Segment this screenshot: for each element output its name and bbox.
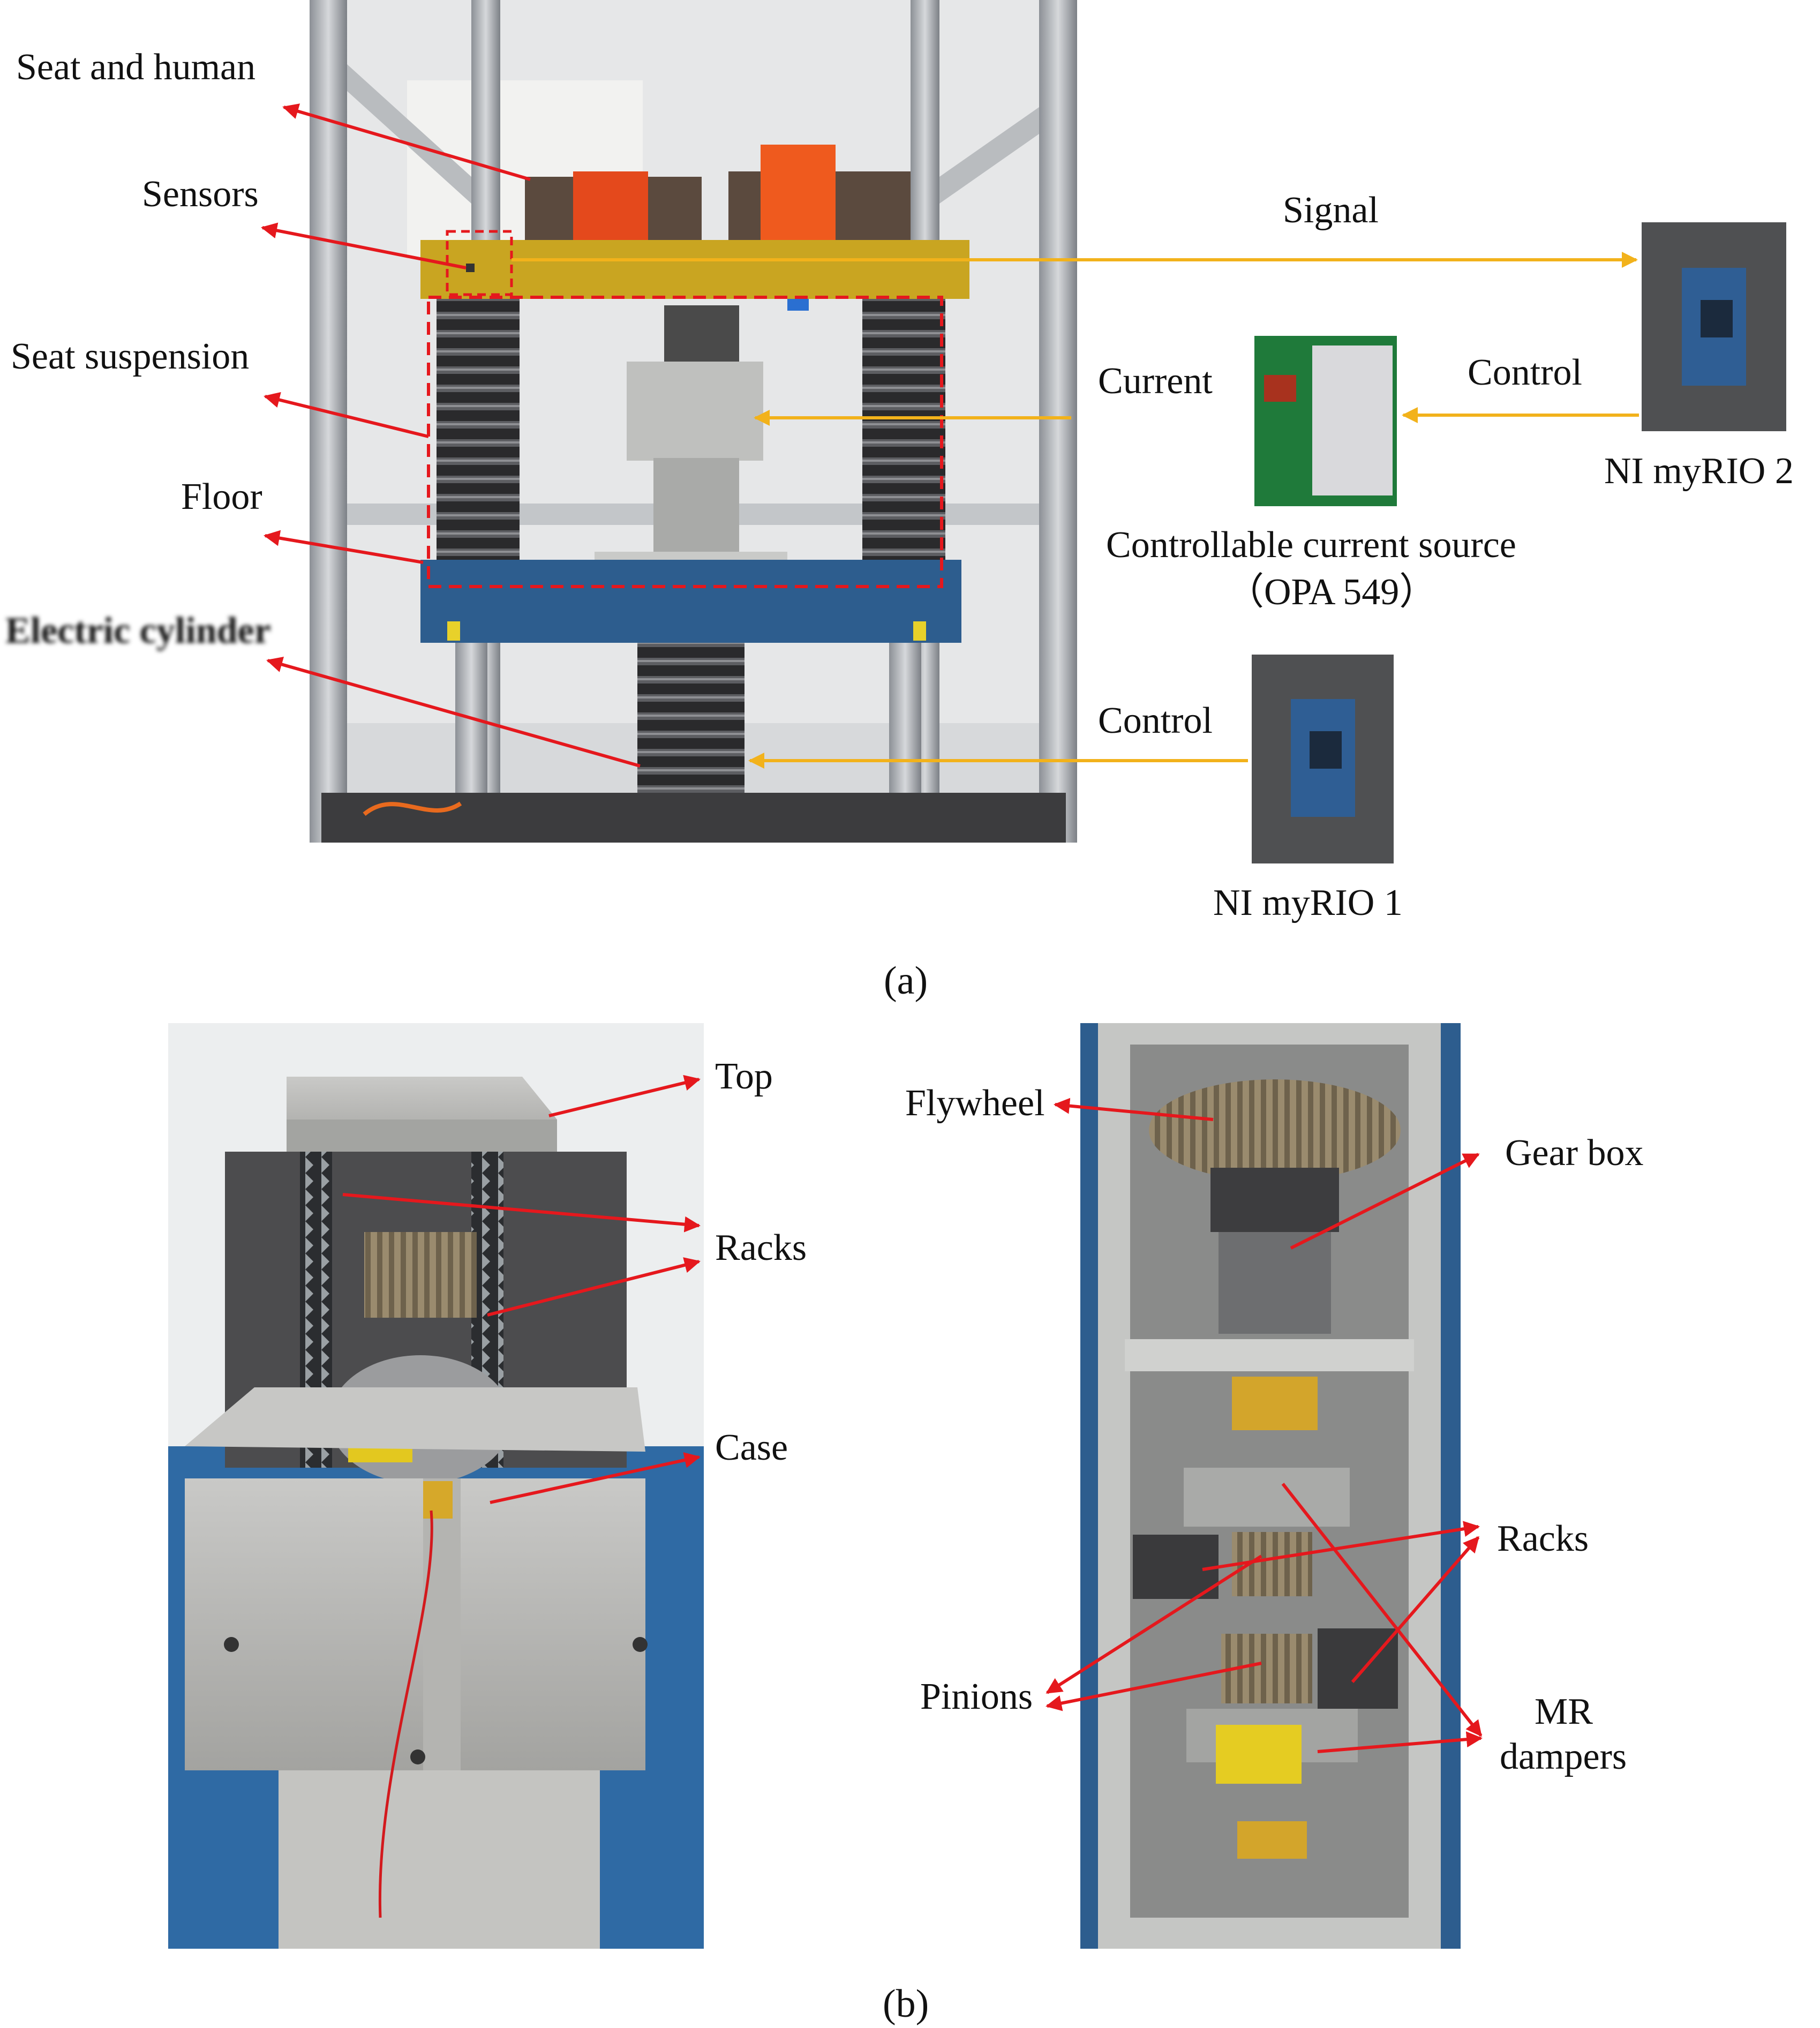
flywheel-part [1149, 1079, 1401, 1181]
arrow-flywheel [1054, 1098, 1214, 1121]
label-current: Current [1098, 360, 1213, 402]
panel-a-red-arrows [261, 103, 641, 768]
arrow-mr-dampers-2 [1317, 1731, 1483, 1753]
label-case: Case [715, 1427, 788, 1468]
arrow-cylinder [266, 656, 641, 768]
gearbox-closed-photo [168, 1023, 704, 1949]
label-myrio1: NI myRIO 1 [1213, 882, 1403, 923]
label-signal: Signal [1283, 190, 1379, 231]
label-redacted: Electric cylinder [5, 610, 271, 651]
arrow-floor [264, 530, 424, 564]
suspension-highlight-box [427, 296, 943, 588]
arrow-pinions-2 [1046, 1662, 1262, 1711]
arrow-sensors [261, 222, 467, 269]
label-current-source-model: （OPA 549） [1227, 572, 1437, 613]
label-seat-suspension: Seat suspension [11, 336, 249, 377]
arrow-mr-dampers-1 [1281, 1483, 1483, 1737]
myrio1-device [1252, 655, 1394, 863]
caption-b: (b) [883, 1982, 929, 2026]
arrow-top [548, 1075, 701, 1117]
panel-a-signal-arrows [512, 252, 1639, 769]
arrow-racks-left-1 [342, 1193, 701, 1233]
label-flywheel: Flywheel [905, 1083, 1045, 1124]
arrow-racks-left-2 [487, 1257, 701, 1317]
arrow-case [490, 1452, 701, 1504]
arrow-racks-right-2 [1351, 1536, 1480, 1683]
gearbox-open-photo [1080, 1023, 1461, 1949]
label-floor: Floor [181, 476, 262, 517]
myrio2-device [1642, 222, 1786, 431]
rig-photo [310, 0, 1077, 843]
arrow-gear-box [1290, 1153, 1480, 1250]
label-seat-and-human: Seat and human [16, 47, 255, 88]
label-control-top: Control [1468, 352, 1582, 393]
label-racks-right: Racks [1497, 1518, 1589, 1559]
arrow-seat-and-human [282, 103, 531, 181]
label-mr: MR [1535, 1691, 1593, 1732]
label-gear-box: Gear box [1505, 1132, 1644, 1174]
arrow-seat-suspension [264, 392, 429, 438]
panel-b-red-arrows [342, 1075, 1483, 1753]
label-myrio2: NI myRIO 2 [1604, 450, 1794, 492]
label-dampers: dampers [1500, 1736, 1627, 1777]
label-control-bottom: Control [1098, 700, 1213, 741]
arrow-pinions-1 [1046, 1554, 1262, 1694]
current-source-device [1254, 336, 1397, 506]
caption-a: (a) [884, 959, 928, 1003]
label-top: Top [715, 1056, 773, 1097]
label-racks-left: Racks [715, 1227, 807, 1268]
label-pinions: Pinions [920, 1676, 1033, 1717]
label-current-source: Controllable current source [1106, 524, 1516, 566]
label-sensors: Sensors [142, 174, 259, 215]
arrow-racks-right-1 [1202, 1521, 1480, 1571]
